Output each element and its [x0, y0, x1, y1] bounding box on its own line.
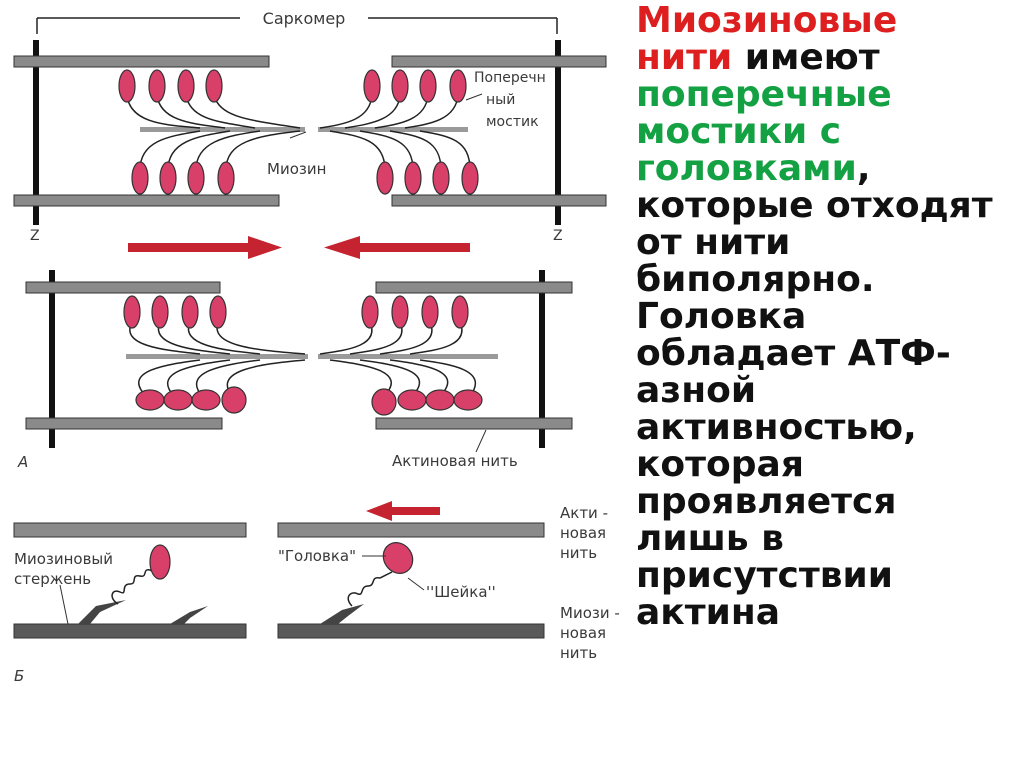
myosin-filament-label-3: нить	[560, 644, 597, 662]
text-line: мостики с	[636, 113, 1020, 150]
text-line: нити имеют	[636, 39, 1020, 76]
cross-bridge-label-3: мостик	[486, 114, 539, 130]
text-red-filaments: нити	[636, 37, 733, 78]
text-line: которые отходят	[636, 185, 993, 226]
text-line: которая	[636, 444, 804, 485]
text-green-cross: поперечные	[636, 74, 892, 115]
contraction-arrows	[128, 236, 470, 259]
text-green-bridges: мостики с	[636, 111, 842, 152]
panel-b-right	[277, 501, 545, 639]
myosin-filament-label-1: Миози -	[560, 604, 620, 622]
text-line: поперечные	[636, 76, 1020, 113]
cross-bridge-label-2: ный	[486, 92, 515, 108]
description-text: Миозиновые нити имеют поперечные мостики…	[636, 2, 1020, 631]
sarcomere-bracket	[36, 17, 558, 34]
text-line: присутствии	[636, 555, 893, 596]
text-line: азной	[636, 370, 757, 411]
myosin-filament-label-2: новая	[560, 624, 606, 642]
panel-b-label: Б	[14, 667, 24, 685]
text-comma: ,	[856, 148, 871, 189]
head-label: "Головка"	[278, 547, 356, 565]
text-line: лишь в	[636, 518, 784, 559]
text-line: Головка	[636, 296, 807, 337]
text-red-myosin: Миозиновые	[636, 0, 898, 41]
myosin-rod-label-1: Миозиновый	[14, 550, 113, 568]
actin-filament-label: Актиновая нить	[392, 452, 518, 470]
text-line: Миозиновые	[636, 2, 1020, 39]
text-line: активностью,	[636, 407, 917, 448]
panel-b-left	[13, 522, 247, 639]
sarcomere-label: Саркомер	[263, 9, 346, 28]
text-line: биполярно.	[636, 259, 875, 300]
actin-label-1: Акти -	[560, 504, 608, 522]
sarcomere-diagram: Саркомер	[13, 9, 620, 685]
panel-a-label: А	[17, 453, 28, 471]
cross-bridge-label-1: Поперечн	[474, 70, 546, 86]
actin-label-3: нить	[560, 544, 597, 562]
text-line: обладает АТФ-	[636, 333, 951, 374]
actin-label-2: новая	[560, 524, 606, 542]
text-green-heads: головками	[636, 148, 857, 189]
text-line: проявляется	[636, 481, 897, 522]
text-line: актина	[636, 592, 780, 633]
text-have: имеют	[732, 37, 880, 78]
text-line: головками,	[636, 150, 1020, 187]
contracted-sarcomere	[25, 270, 573, 453]
myosin-rod-label-2: стержень	[14, 570, 91, 588]
text-line: от нити	[636, 222, 791, 263]
neck-label: ''Шейка''	[426, 583, 496, 601]
relaxed-sarcomere	[13, 40, 607, 225]
z-line-right-label: Z	[553, 228, 563, 244]
myosin-label: Миозин	[267, 160, 326, 178]
z-line-left-label: Z	[30, 228, 40, 244]
